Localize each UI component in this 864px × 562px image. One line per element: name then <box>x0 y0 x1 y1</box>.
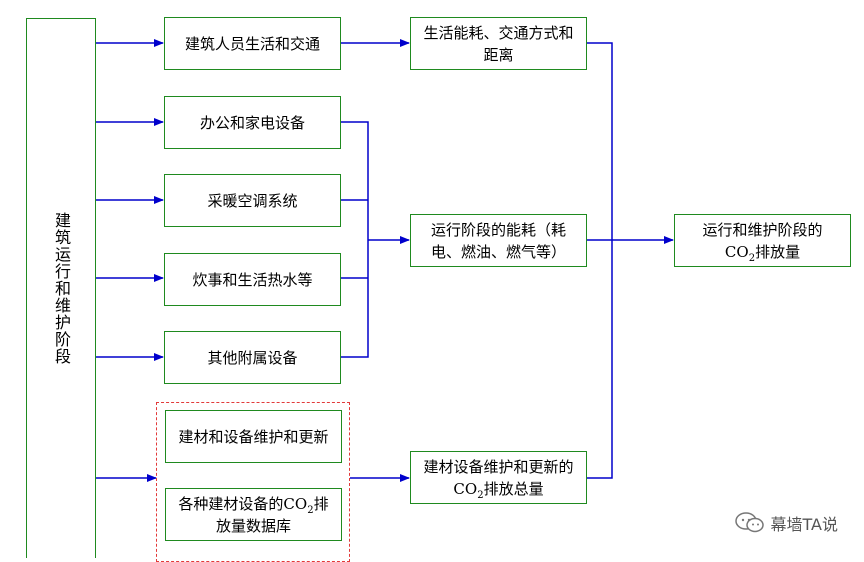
bus-other <box>341 240 369 358</box>
node-result-co2: 运行和维护阶段的 CO2排放量 <box>674 214 851 267</box>
maint-total-post: 排放总量 <box>483 479 544 498</box>
watermark-text: 幕墙TA说 <box>770 515 838 534</box>
node-co2-database: 各种建材设备的CO2排放量数据库 <box>165 488 342 541</box>
maint-total-pre: 建材设备维护和更新的CO <box>423 457 574 498</box>
database-text-post: 排放量数据库 <box>215 494 329 535</box>
stage-box: 建筑运行和维护阶段 <box>26 18 96 558</box>
bus-office <box>341 121 369 240</box>
node-people-traffic: 建筑人员生活和交通 <box>164 17 341 70</box>
result-line1: 运行和维护阶段的 <box>702 220 823 239</box>
node-material-maintenance: 建材和设备维护和更新 <box>165 410 342 463</box>
node-office-appliances: 办公和家电设备 <box>164 96 341 149</box>
node-cooking-hotwater: 炊事和生活热水等 <box>164 253 341 306</box>
stage-label: 建筑运行和维护阶段 <box>52 212 71 365</box>
node-operation-energy: 运行阶段的能耗（耗电、燃油、燃气等） <box>410 214 587 267</box>
node-other-equipment: 其他附属设备 <box>164 331 341 384</box>
result-post: 排放量 <box>755 242 801 261</box>
node-maintenance-total: 建材设备维护和更新的CO2排放总量 <box>410 451 587 504</box>
database-text-sub: 2 <box>307 504 314 516</box>
node-hvac-system: 采暖空调系统 <box>164 174 341 227</box>
maint-total-sub: 2 <box>477 489 484 501</box>
database-text-pre: 各种建材设备的CO <box>178 494 308 513</box>
result-co: CO <box>724 242 749 261</box>
node-life-energy: 生活能耗、交通方式和距离 <box>410 17 587 70</box>
watermark: 幕墙TA说 <box>734 511 838 535</box>
bus-life-energy <box>586 42 613 479</box>
result-sub: 2 <box>748 252 756 264</box>
wechat-icon <box>734 512 764 533</box>
